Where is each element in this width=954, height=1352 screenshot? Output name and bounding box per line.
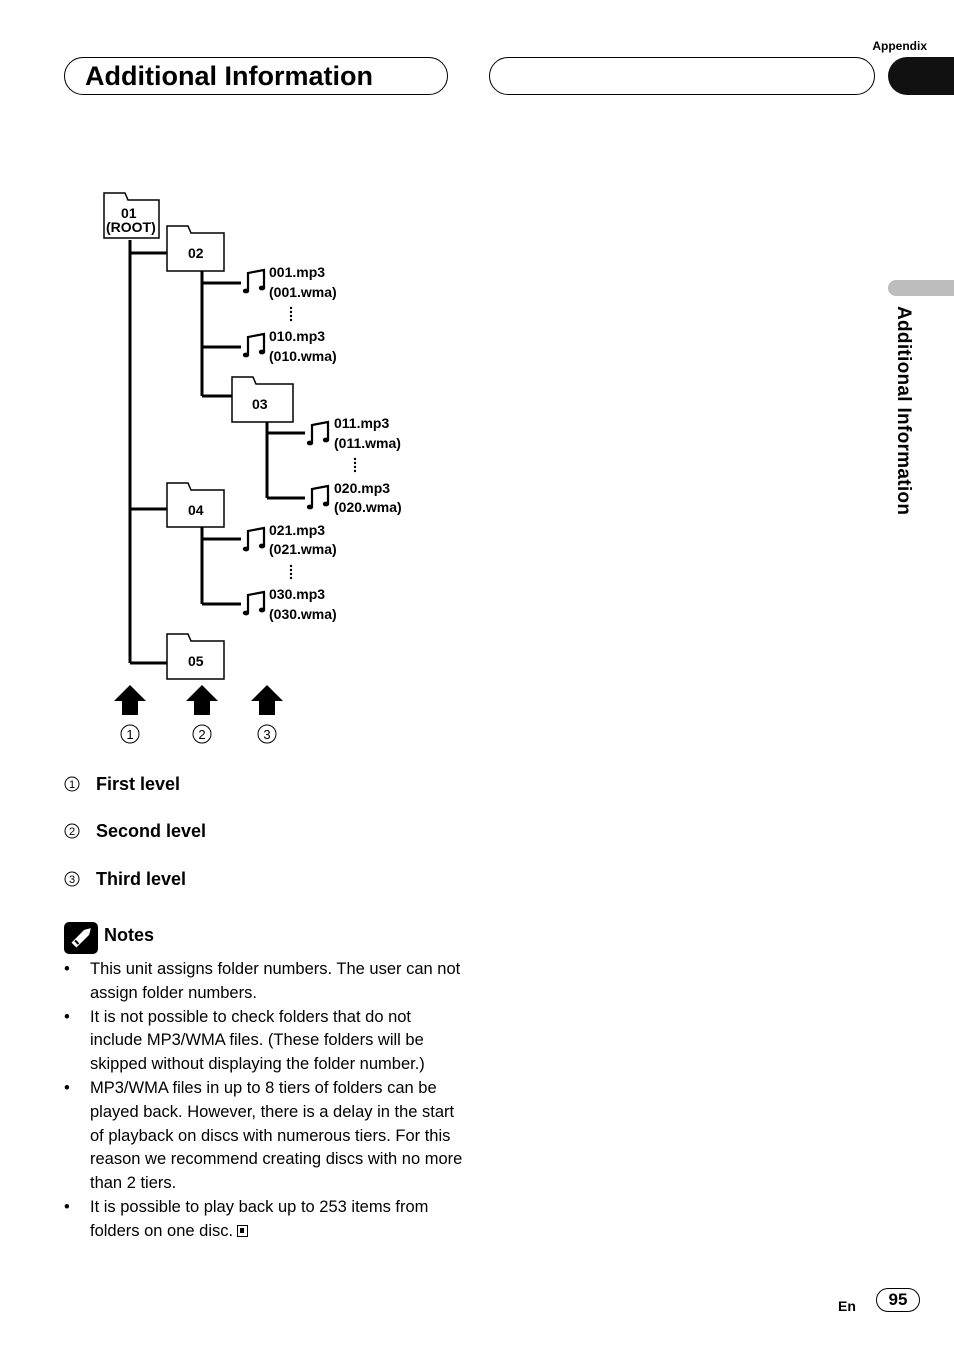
file-name-alt: (030.wma) [269,606,337,622]
title-frame [64,57,448,95]
file-name: 001.mp3 [269,264,325,280]
legend-label: First level [96,774,181,794]
grey-section-tab [888,280,954,296]
note-item: •This unit assigns folder numbers. The u… [64,960,461,1002]
folder-icon [166,225,225,272]
legend-marker: 1 [64,774,96,795]
section-label: Appendix [872,39,927,53]
notes-title: Notes [104,925,155,945]
folder-icon [231,376,294,423]
folder-label: 05 [188,653,204,669]
file-name-alt: (001.wma) [269,284,337,300]
ellipsis-vertical [289,306,357,580]
page-number: 95 [876,1288,920,1312]
folder-icon [166,482,225,528]
file-name-alt: (010.wma) [269,348,337,364]
file-name: 030.mp3 [269,586,325,602]
file-name: 021.mp3 [269,522,325,538]
note-item: •It is not possible to check folders tha… [64,1007,425,1074]
file-name-alt: (020.wma) [334,499,402,515]
file-name-alt: (011.wma) [334,435,401,451]
note-item: •It is possible to play back up to 253 i… [64,1197,429,1240]
legend-label: Second level [96,821,207,841]
legend-item: 3 Third level [64,869,186,890]
folder-icon [103,192,160,239]
marker-circle [120,724,140,744]
folder-label: 03 [252,396,268,412]
folder-icon [166,633,225,680]
pencil-icon [64,922,98,954]
folder-tree-diagram: 01 (ROOT) 02 03 04 05 001.mp3 (001.wma) … [103,192,402,744]
music-note-icon [305,420,331,447]
end-of-section-icon [237,1224,249,1237]
file-name-alt: (021.wma) [269,541,337,557]
level-marker: 1 [126,727,133,742]
legend-item: 2 Second level [64,821,206,842]
music-note-icon [305,484,331,511]
arrow-up-icon [114,685,146,715]
svg-text:3: 3 [69,874,75,886]
svg-text:1: 1 [69,779,75,791]
music-note-icon [241,268,267,295]
language-label: En [838,1298,856,1314]
legend-marker: 2 [64,821,96,842]
black-section-tab [888,57,954,95]
music-note-icon [241,332,267,359]
arrow-up-icon [186,685,218,715]
file-name: 011.mp3 [334,415,389,431]
legend-item: 1 First level [64,774,180,795]
legend-marker: 3 [64,869,96,890]
folder-label: 01 [121,205,137,221]
side-title: Additional Information [893,306,914,516]
music-note-icon [241,590,267,617]
svg-text:2: 2 [69,826,75,838]
folder-label: (ROOT) [106,219,156,235]
marker-circle [192,724,212,744]
page-title: Additional Information [85,61,373,91]
music-note-icon [241,526,267,553]
folder-label: 02 [188,245,204,261]
marker-circle [257,724,277,744]
folder-label: 04 [188,502,204,518]
notes-list: •This unit assigns folder numbers. The u… [64,958,464,1244]
file-name: 020.mp3 [334,480,390,496]
level-marker: 3 [263,727,270,742]
level-marker: 2 [198,727,205,742]
legend-label: Third level [96,869,187,889]
note-item: •MP3/WMA files in up to 8 tiers of folde… [64,1078,463,1193]
file-name: 010.mp3 [269,328,325,344]
empty-header-frame [489,57,875,95]
arrow-up-icon [251,685,283,715]
